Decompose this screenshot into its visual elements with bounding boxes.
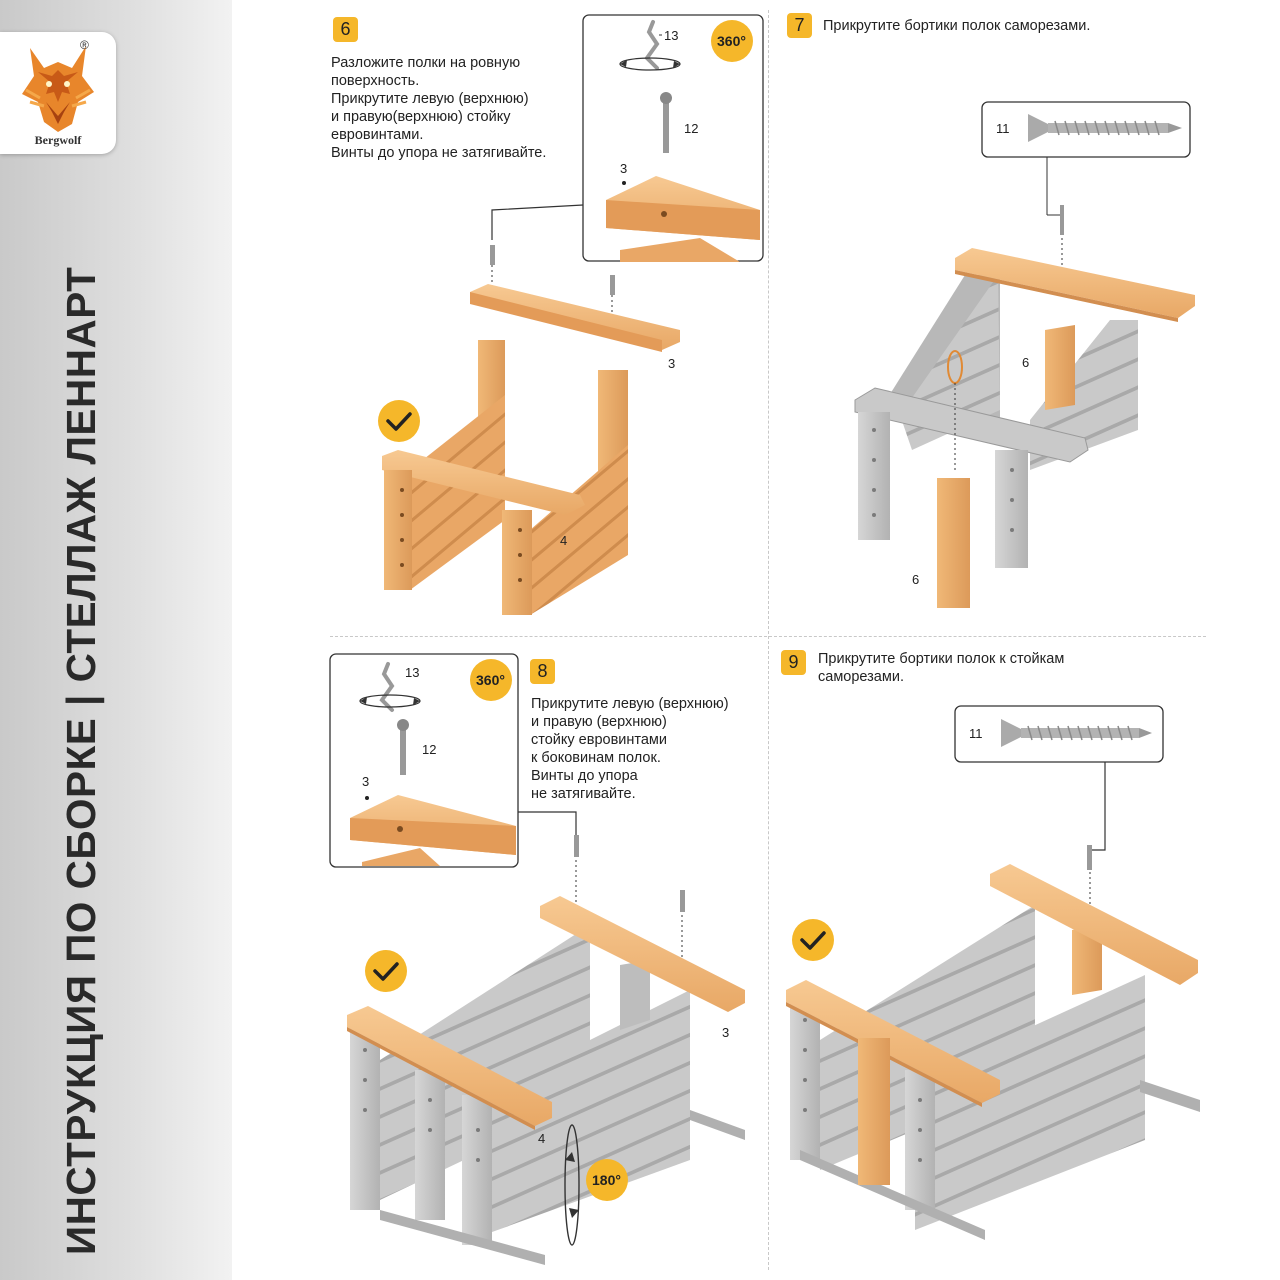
label-13: 13 bbox=[664, 28, 678, 43]
step-9-number: 9 bbox=[781, 650, 806, 675]
step-6-illustration: 13 12 3 360° 3 bbox=[378, 14, 764, 615]
wolf-logo-icon bbox=[22, 46, 94, 132]
step-8-text: Прикрутите левую (верхнюю) и правую (вер… bbox=[531, 696, 729, 802]
label-11b: 11 bbox=[969, 726, 983, 741]
step-6-number: 6 bbox=[333, 17, 358, 42]
checkmark-icon-b bbox=[365, 950, 407, 992]
checkmark-icon bbox=[378, 400, 420, 442]
step-8-illustration: 13 12 3 360° 3 bbox=[329, 653, 745, 1265]
registered-mark: ® bbox=[80, 38, 89, 52]
label-12b: 12 bbox=[422, 742, 436, 757]
label-12: 12 bbox=[684, 121, 698, 136]
label-4: 4 bbox=[560, 533, 567, 548]
label-6: 6 bbox=[1022, 355, 1029, 370]
rotate-360-icon-b: 360° bbox=[470, 659, 512, 701]
brand-logo: ® Bergwolf bbox=[0, 32, 116, 154]
rotate-180-icon: 180° bbox=[564, 1124, 628, 1246]
sidebar: ® Bergwolf ИНСТРУКЦИЯ ПО СБОРКЕ | СТЕЛЛА… bbox=[0, 0, 232, 1280]
label-6b: 6 bbox=[912, 572, 919, 587]
step-6-text: Разложите полки на ровную поверхность. П… bbox=[331, 55, 547, 161]
step-7-illustration: 11 6 6 bbox=[854, 101, 1195, 608]
checkmark-icon-c bbox=[792, 919, 834, 961]
label-3: 3 bbox=[620, 161, 627, 176]
svg-text:180°: 180° bbox=[592, 1172, 621, 1188]
label-3b: 3 bbox=[668, 356, 675, 371]
hex-key-icon bbox=[644, 20, 660, 70]
eurobolt-icon bbox=[663, 98, 669, 153]
label-3d: 3 bbox=[722, 1025, 729, 1040]
step-9-text: Прикрутите бортики полок к стойкам самор… bbox=[818, 651, 1065, 685]
label-3c: 3 bbox=[362, 774, 369, 789]
step-7-number: 7 bbox=[787, 13, 812, 38]
label-13b: 13 bbox=[405, 665, 419, 680]
step-7-text: Прикрутите бортики полок саморезами. bbox=[823, 18, 1091, 34]
screw-icon bbox=[1028, 114, 1182, 142]
divider-horizontal bbox=[330, 636, 1206, 637]
brand-name: Bergwolf bbox=[34, 133, 82, 147]
label-4b: 4 bbox=[538, 1131, 545, 1146]
label-11: 11 bbox=[996, 121, 1010, 136]
step-9-illustration: 11 bbox=[786, 705, 1200, 1240]
step-8-number: 8 bbox=[530, 659, 555, 684]
divider-vertical bbox=[768, 10, 769, 1270]
rotate-360-icon: 360° bbox=[711, 20, 753, 62]
svg-text:360°: 360° bbox=[476, 672, 505, 688]
svg-text:360°: 360° bbox=[717, 33, 746, 49]
